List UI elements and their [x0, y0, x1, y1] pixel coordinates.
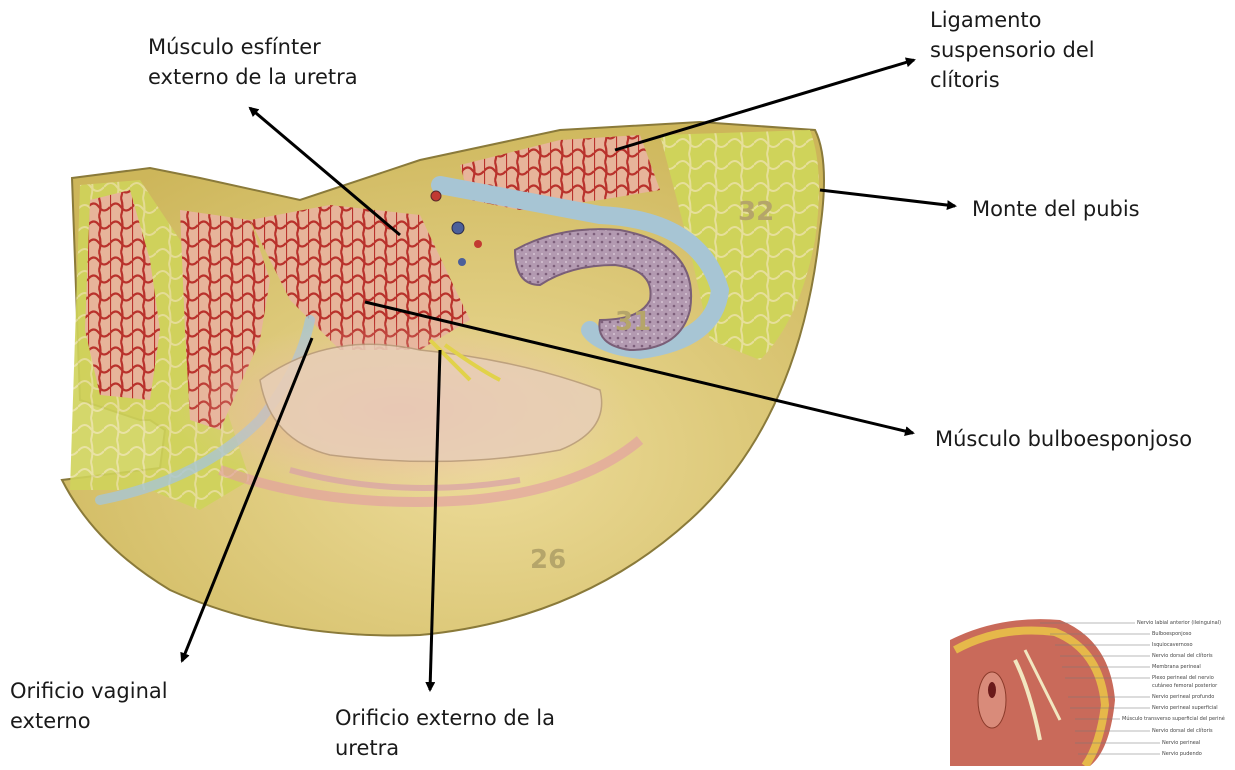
inset-label-2: Isquiocavernoso — [1152, 642, 1193, 648]
inset-label-11: Nervio perineal — [1162, 740, 1200, 746]
label-orificio-vaginal: Orificio vaginal externo — [10, 676, 168, 736]
label-orificio-uretra-line-2: uretra — [335, 733, 555, 763]
label-esfinter-line-1: Músculo esfínter — [148, 32, 358, 62]
label-ligamento-line-1: Ligamento — [930, 5, 1095, 35]
inset-label-5: Plexo perineal del nervio — [1152, 675, 1214, 681]
label-bulbo: Músculo bulboesponjoso — [935, 424, 1192, 454]
label-esfinter-line-2: externo de la uretra — [148, 62, 358, 92]
label-monte-line-1: Monte del pubis — [972, 194, 1140, 224]
model-number-31: 31 — [615, 307, 651, 337]
model-number-32: 32 — [738, 197, 774, 227]
label-bulbo-line-1: Músculo bulboesponjoso — [935, 424, 1192, 454]
label-orificio-uretra: Orificio externo de la uretra — [335, 703, 555, 763]
inset-label-9: Músculo transverso superficial del perin… — [1122, 715, 1225, 722]
label-ligamento-line-3: clítoris — [930, 65, 1095, 95]
label-esfinter: Músculo esfínter externo de la uretra — [148, 32, 358, 92]
vessel-4 — [458, 258, 466, 266]
label-ligamento: Ligamento suspensorio del clítoris — [930, 5, 1095, 95]
label-orificio-vaginal-line-1: Orificio vaginal — [10, 676, 168, 706]
label-ligamento-line-2: suspensorio del — [930, 35, 1095, 65]
model-number-26: 26 — [530, 545, 566, 575]
vessel-1 — [431, 191, 441, 201]
inset-label-4: Membrana perineal — [1152, 664, 1201, 670]
inset-label-10: Nervio dorsal del clítoris — [1152, 727, 1213, 734]
arrow-monte — [820, 190, 955, 206]
inset-label-3: Nervio dorsal del clítoris — [1152, 652, 1213, 659]
inset-label-6: cutáneo femoral posterior — [1152, 682, 1218, 689]
inset-figure: Nervio labial anterior (ileinguinal) Bul… — [948, 612, 1235, 766]
inset-label-7: Nervio perineal profundo — [1152, 694, 1214, 700]
inset-label-8: Nervio perineal superficial — [1152, 705, 1218, 711]
label-orificio-uretra-line-1: Orificio externo de la — [335, 703, 555, 733]
label-monte: Monte del pubis — [972, 194, 1140, 224]
inset-label-0: Nervio labial anterior (ileinguinal) — [1137, 620, 1221, 626]
inset-label-1: Bulboesponjoso — [1152, 631, 1191, 637]
inset-label-12: Nervio pudendo — [1162, 751, 1202, 757]
label-orificio-vaginal-line-2: externo — [10, 706, 168, 736]
vessel-3 — [474, 240, 482, 248]
vessel-2 — [452, 222, 464, 234]
